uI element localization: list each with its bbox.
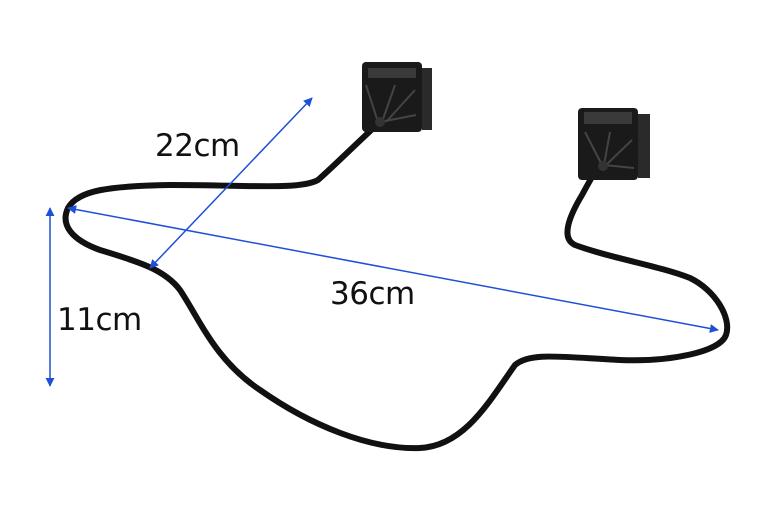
width-dimension-line xyxy=(67,205,719,333)
depth-label: 22cm xyxy=(155,128,240,164)
mount-clip-left xyxy=(362,62,432,132)
height-label: 11cm xyxy=(57,302,142,338)
mount-clip-right xyxy=(578,108,650,180)
width-label: 36cm xyxy=(330,276,415,312)
